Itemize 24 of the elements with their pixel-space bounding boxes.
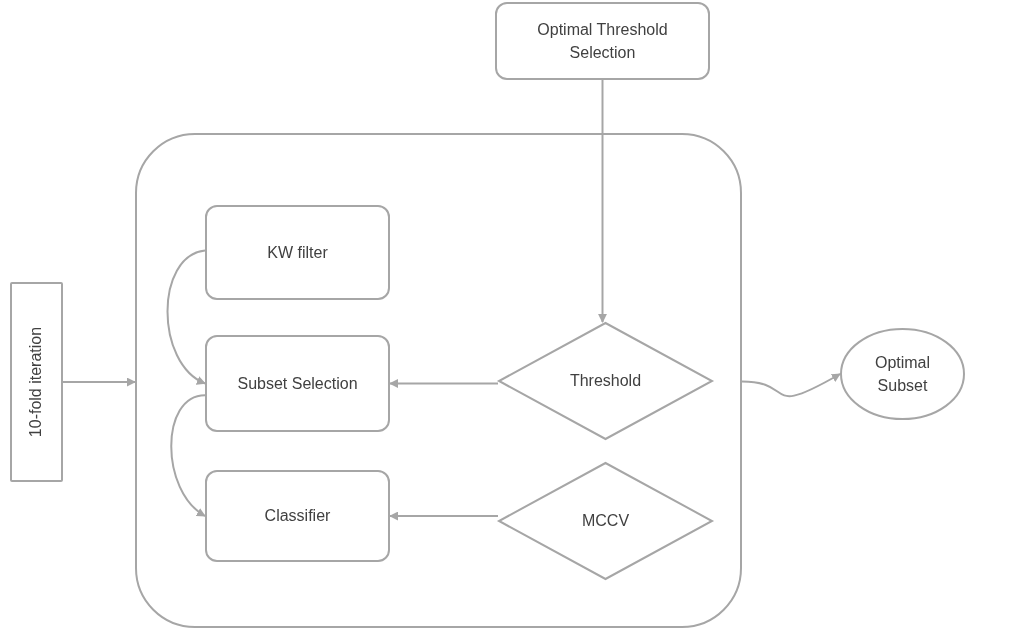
node-label: Optimal Subset xyxy=(873,352,932,396)
arrow xyxy=(166,249,206,385)
node-label: 10-fold iteration xyxy=(27,326,46,438)
arrow xyxy=(389,379,499,388)
node-label: Subset Selection xyxy=(237,373,358,394)
node-label: Optimal Threshold Selection xyxy=(536,19,669,63)
terminal-ellipse xyxy=(840,328,965,420)
process-box xyxy=(495,2,710,80)
container-box xyxy=(135,133,742,628)
arrow xyxy=(62,377,136,387)
arrow xyxy=(389,511,499,521)
node-label: Threshold xyxy=(569,371,642,392)
process-box xyxy=(205,205,390,300)
arrow xyxy=(598,79,607,323)
process-box xyxy=(205,335,390,432)
arrow xyxy=(170,394,206,517)
process-box xyxy=(205,470,390,562)
decision-diamond xyxy=(498,322,713,440)
node-label: Classifier xyxy=(264,506,331,527)
process-box xyxy=(10,282,63,482)
arrow xyxy=(741,373,841,397)
node-label: MCCV xyxy=(581,511,630,532)
decision-diamond xyxy=(498,462,713,580)
node-label: KW filter xyxy=(267,242,328,263)
